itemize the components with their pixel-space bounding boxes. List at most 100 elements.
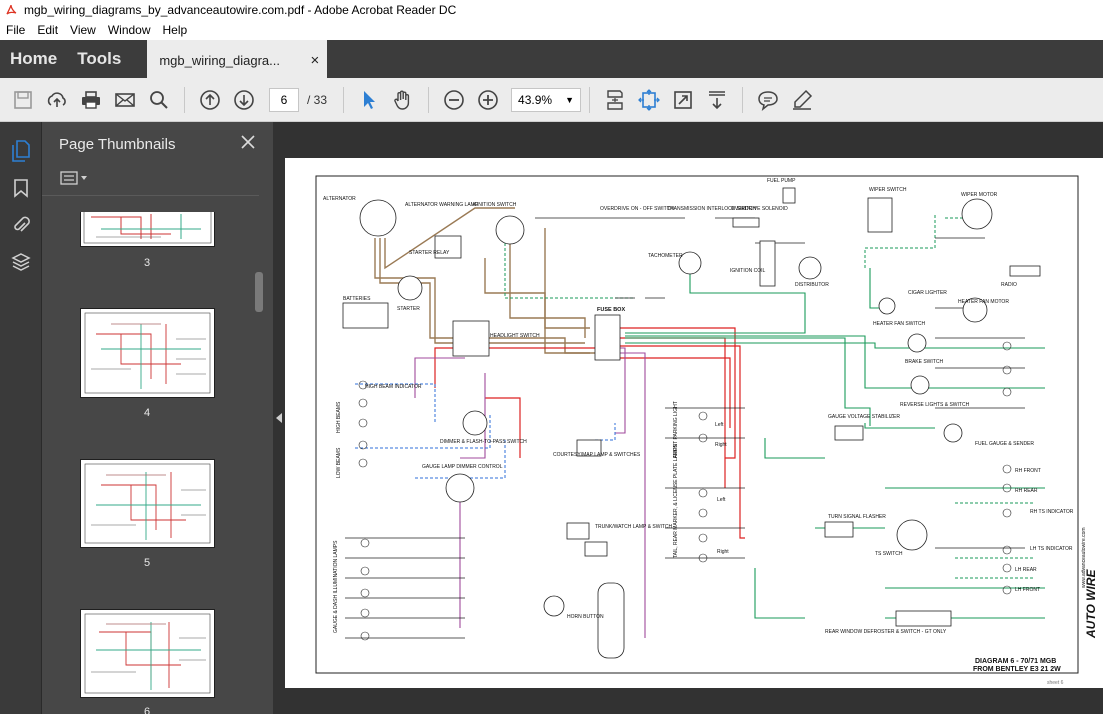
toolbar: 6 / 33 43.9% ▼ (0, 78, 1103, 122)
label-low-beams: LOW BEAMS (336, 447, 342, 478)
label-fuel-pump: FUEL PUMP (767, 178, 796, 184)
tab-home[interactable]: Home (10, 49, 58, 68)
label-fuse-box: FUSE BOX (597, 307, 625, 313)
label-diagram-subtitle: FROM BENTLEY E3 21 2W (973, 666, 1061, 673)
search-icon[interactable] (142, 83, 176, 117)
thumbnail-page-5[interactable] (80, 459, 215, 548)
fullscreen-icon[interactable] (666, 83, 700, 117)
toolbar-divider (428, 86, 430, 113)
thumbnail-page-6[interactable] (80, 609, 215, 698)
comment-icon[interactable] (751, 83, 785, 117)
wiring-diagram: ALTERNATOR ALTERNATOR WARNING LAMP IGNIT… (315, 175, 1098, 686)
page-thumbnails-icon[interactable] (0, 132, 41, 169)
page-number-input[interactable]: 6 (269, 87, 299, 112)
label-right-front: Right (715, 442, 727, 448)
thumbnail-page-3[interactable] (80, 212, 215, 247)
label-rh-rear: RH REAR (1015, 488, 1038, 494)
menu-file[interactable]: File (6, 23, 26, 37)
thumbnail-page-4[interactable] (80, 308, 215, 398)
wire-brown (374, 207, 595, 354)
label-trunk-lamp: TRUNK/WATCH LAMP & SWITCH (595, 524, 673, 530)
menu-help[interactable]: Help (162, 23, 188, 37)
scrollbar-thumb[interactable] (255, 272, 263, 312)
options-menu-icon[interactable] (60, 171, 88, 190)
label-diagram-title: DIAGRAM 6 - 70/71 MGB (975, 658, 1056, 665)
diagram-labels: ALTERNATOR ALTERNATOR WARNING LAMP IGNIT… (323, 178, 1098, 686)
thumbnail-label: 4 (143, 407, 151, 419)
collapse-panel-toggle[interactable] (273, 122, 285, 714)
document-viewer[interactable]: ALTERNATOR ALTERNATOR WARNING LAMP IGNIT… (285, 122, 1103, 714)
label-cigar-lighter: CIGAR LIGHTER (908, 290, 947, 296)
menu-view[interactable]: View (70, 23, 96, 37)
label-alternator: ALTERNATOR (323, 196, 356, 202)
label-headlight-switch: HEADLIGHT SWITCH (490, 333, 540, 339)
thumbnail-options[interactable] (42, 166, 259, 196)
pdf-app-icon (4, 3, 18, 17)
zoom-select[interactable]: 43.9% ▼ (511, 87, 582, 112)
left-rail (0, 122, 41, 714)
label-sheet: sheet 6 (1047, 680, 1064, 686)
components (342, 187, 1041, 659)
panel-header: Page Thumbnails (42, 122, 273, 166)
zoom-out-icon[interactable] (437, 83, 471, 117)
layers-icon[interactable] (0, 243, 41, 280)
thumbnail-label: 3 (143, 257, 151, 269)
page-up-icon[interactable] (193, 83, 227, 117)
upload-icon[interactable] (40, 83, 74, 117)
brand-logo: AUTO WIRE (1084, 569, 1098, 639)
fit-page-icon[interactable] (632, 83, 666, 117)
attachment-icon[interactable] (0, 206, 41, 243)
menu-window[interactable]: Window (107, 23, 151, 37)
tab-document-label: mgb_wiring_diagra... (159, 52, 280, 68)
label-tachometer: TACHOMETER (648, 253, 683, 259)
window-title: mgb_wiring_diagrams_by_advanceautowire.c… (24, 3, 457, 17)
scroll-mode-icon[interactable] (598, 83, 632, 117)
tab-close-icon[interactable]: × (310, 51, 320, 69)
tab-tools[interactable]: Tools (77, 49, 122, 68)
label-rh-ts: RH TS INDICATOR (1030, 509, 1074, 515)
highlight-pen-icon[interactable] (785, 83, 819, 117)
hand-icon[interactable] (386, 83, 420, 117)
label-high-beam-indicator: HIGH BEAM INDICATOR (365, 384, 422, 390)
label-website: www.advanceautowire.com (1081, 527, 1087, 588)
page-down-icon[interactable] (227, 83, 261, 117)
chevron-left-icon (276, 413, 282, 423)
label-high-beams: HIGH BEAMS (336, 401, 342, 433)
label-left-rear: Left (717, 497, 726, 503)
read-mode-icon[interactable] (700, 83, 734, 117)
print-icon[interactable] (74, 83, 108, 117)
label-transmission-switch: TRANSMISSION INTERLOCK SWITCH (667, 206, 757, 212)
bookmark-icon[interactable] (0, 169, 41, 206)
label-lh-front: LH FRONT (1015, 587, 1040, 593)
label-heater-fan-switch: HEATER FAN SWITCH (873, 321, 926, 327)
label-distributor: DISTRIBUTOR (795, 282, 829, 288)
select-arrow-icon[interactable] (352, 83, 386, 117)
label-ts-switch: TS SWITCH (875, 551, 903, 557)
label-wiper-switch: WIPER SWITCH (869, 187, 907, 193)
menu-edit[interactable]: Edit (37, 23, 59, 37)
tab-bar: Home Tools mgb_wiring_diagra... × (0, 40, 1103, 78)
label-rh-front: RH FRONT (1015, 468, 1041, 474)
label-lh-ts: LH TS INDICATOR (1030, 546, 1073, 552)
label-turn-flasher: TURN SIGNAL FLASHER (828, 514, 886, 520)
save-icon[interactable] (6, 83, 40, 117)
zoom-in-icon[interactable] (471, 83, 505, 117)
label-batteries: BATTERIES (343, 296, 371, 302)
thumbnail-scrollbar[interactable] (252, 212, 266, 714)
tab-document[interactable]: mgb_wiring_diagra... × (147, 40, 328, 78)
label-ignition-coil: IGNITION COIL (730, 268, 766, 274)
label-starter: STARTER (397, 306, 420, 312)
close-icon[interactable] (241, 135, 255, 153)
email-icon[interactable] (108, 83, 142, 117)
thumbnail-list: 3 4 5 6 (42, 212, 252, 714)
label-heater-fan-motor: HEATER FAN MOTOR (958, 299, 1009, 305)
label-front-parking: FRONT PARKING LIGHT (673, 401, 679, 458)
label-lh-rear: LH REAR (1015, 567, 1037, 573)
title-bar: mgb_wiring_diagrams_by_advanceautowire.c… (0, 0, 1103, 20)
wire-dashed-green (504, 213, 1035, 579)
label-gauge-dimmer: GAUGE LAMP DIMMER CONTROL (422, 464, 503, 470)
pdf-page: ALTERNATOR ALTERNATOR WARNING LAMP IGNIT… (285, 158, 1103, 688)
label-starter-relay: STARTER RELAY (409, 250, 450, 256)
zoom-value: 43.9% (518, 92, 553, 107)
label-courtesy: COURTESY/MAP LAMP & SWITCHES (553, 452, 641, 458)
